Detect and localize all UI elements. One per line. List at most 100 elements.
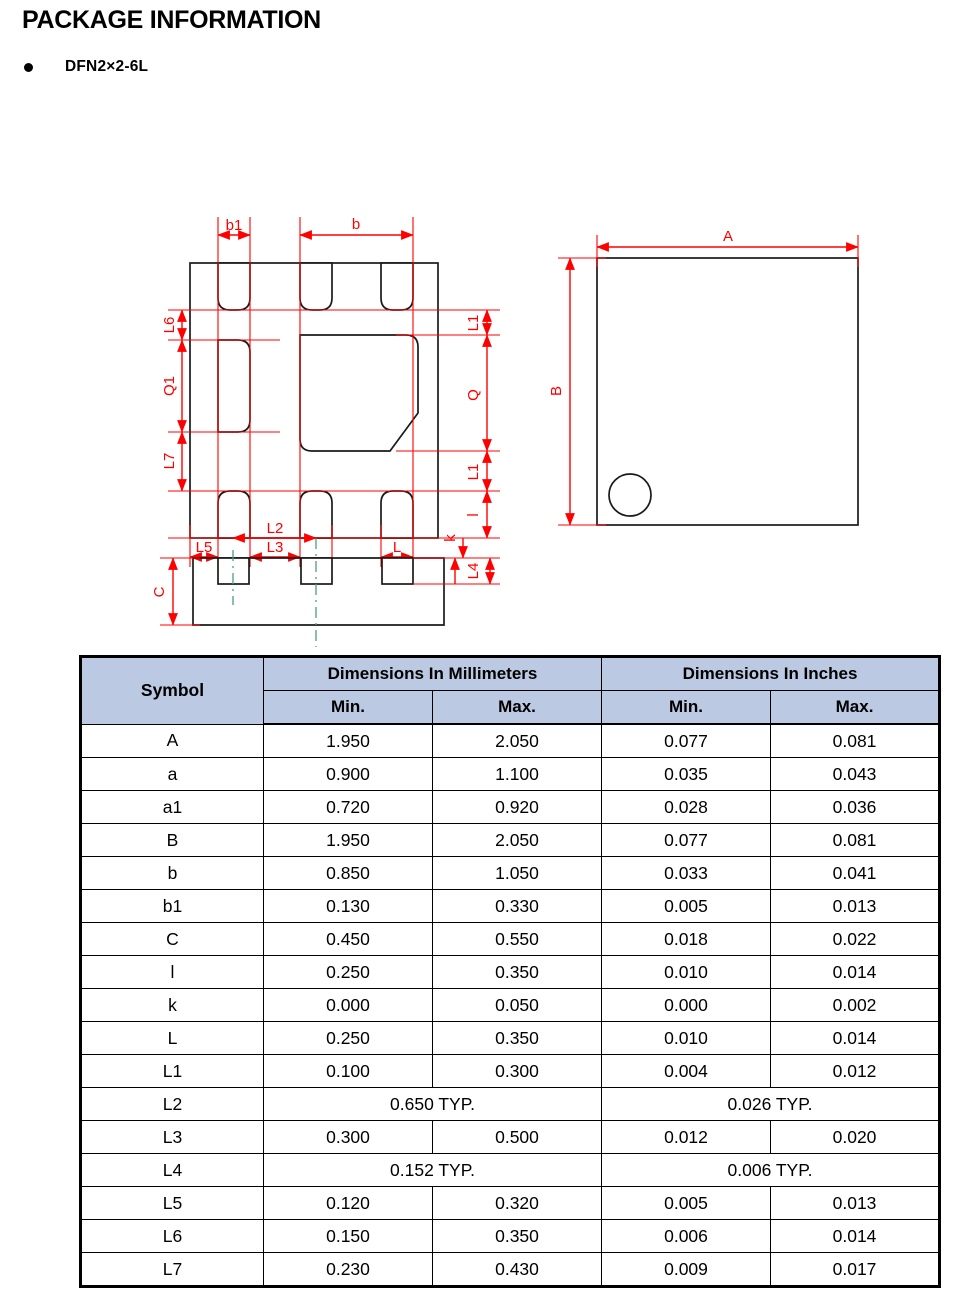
- table-cell-mm-max: 0.330: [431, 889, 603, 923]
- table-cell-symbol: L7: [80, 1252, 264, 1287]
- table-cell-mm-max: 0.350: [431, 955, 603, 989]
- table-cell-symbol: B: [80, 823, 264, 857]
- thermal-pad: [299, 334, 419, 452]
- dim-label-L1-bottom: L1: [465, 464, 482, 481]
- table-cell-mm-min: 0.230: [263, 1252, 433, 1287]
- table-cell-in-min: 0.033: [601, 856, 772, 890]
- pad-bottom-1: [217, 490, 251, 539]
- table-cell-mm-typ: 0.650 TYP.: [262, 1087, 603, 1121]
- table-cell-mm-max: 0.550: [431, 922, 603, 956]
- lead-block-3: [381, 557, 414, 585]
- table-cell-mm-min: 1.950: [263, 823, 433, 857]
- dim-label-L3: L3: [267, 539, 284, 556]
- table-cell-in-max: 0.022: [770, 922, 941, 956]
- top-view-drawing: A B: [548, 228, 859, 526]
- table-cell-in-min: 0.005: [601, 1186, 772, 1220]
- table-cell-in-max: 0.014: [770, 1021, 941, 1055]
- table-cell-mm-max: 0.920: [431, 790, 603, 824]
- table-cell-in-min: 0.012: [601, 1120, 772, 1154]
- table-subheader-mm-min: Min.: [263, 690, 433, 725]
- table-cell-in-min: 0.005: [601, 889, 772, 923]
- dim-label-k: k: [442, 534, 459, 542]
- table-cell-mm-min: 0.720: [263, 790, 433, 824]
- table-subheader-in-max: Max.: [770, 690, 941, 725]
- table-cell-mm-min: 0.250: [263, 955, 433, 989]
- bullet-dot-icon: [24, 62, 33, 72]
- table-cell-mm-min: 0.450: [263, 922, 433, 956]
- pad-top-2: [299, 262, 333, 311]
- table-cell-in-max: 0.012: [770, 1054, 941, 1088]
- package-dimensions-table: Symbol Dimensions In Millimeters Dimensi…: [79, 655, 942, 1288]
- table-cell-mm-min: 0.120: [263, 1186, 433, 1220]
- page-title: PACKAGE INFORMATION: [22, 6, 321, 34]
- table-subheader-mm-max: Max.: [431, 690, 603, 725]
- pad-bottom-2: [299, 490, 333, 539]
- table-cell-mm-min: 0.000: [263, 988, 433, 1022]
- dim-label-L: L: [393, 539, 401, 556]
- table-cell-mm-min: 0.100: [263, 1054, 433, 1088]
- table-cell-mm-min: 0.300: [263, 1120, 433, 1154]
- table-cell-symbol: L1: [80, 1054, 264, 1088]
- table-cell-in-max: 0.017: [770, 1252, 941, 1287]
- dim-label-L7: L7: [161, 453, 178, 470]
- table-cell-mm-max: 2.050: [431, 723, 603, 758]
- table-cell-mm-max: 0.300: [431, 1054, 603, 1088]
- table-cell-symbol: A: [80, 723, 264, 758]
- table-cell-mm-max: 0.350: [431, 1021, 603, 1055]
- table-cell-mm-min: 0.150: [263, 1219, 433, 1253]
- dim-label-B: B: [548, 386, 565, 396]
- bottom-view-drawing: b1 b L6 Q1 L7 L1 Q L1 l: [161, 216, 500, 567]
- dim-label-L4: L4: [465, 563, 482, 580]
- table-header-group-in: Dimensions In Inches: [601, 656, 941, 691]
- table-cell-in-max: 0.013: [770, 1186, 941, 1220]
- table-cell-symbol: b: [80, 856, 264, 890]
- table-cell-mm-min: 0.250: [263, 1021, 433, 1055]
- dim-label-L1-top: L1: [465, 315, 482, 332]
- pad-top-3: [380, 262, 414, 311]
- table-cell-mm-min: 0.130: [263, 889, 433, 923]
- package-subtitle: DFN2×2-6L: [24, 58, 148, 76]
- table-cell-in-max: 0.041: [770, 856, 941, 890]
- table-cell-in-min: 0.010: [601, 1021, 772, 1055]
- table-cell-in-max: 0.014: [770, 1219, 941, 1253]
- dim-label-L6: L6: [161, 317, 178, 334]
- table-cell-symbol: L6: [80, 1219, 264, 1253]
- dim-label-l: l: [465, 513, 482, 516]
- table-cell-symbol: l: [80, 955, 264, 989]
- table-cell-in-min: 0.006: [601, 1219, 772, 1253]
- table-cell-symbol: b1: [80, 889, 264, 923]
- table-cell-in-min: 0.009: [601, 1252, 772, 1287]
- dim-label-Q1: Q1: [161, 376, 178, 396]
- table-cell-in-typ: 0.026 TYP.: [601, 1087, 941, 1121]
- pin1-circle-icon: [608, 473, 652, 517]
- table-cell-in-min: 0.004: [601, 1054, 772, 1088]
- pad-left-long: [217, 339, 251, 433]
- table-cell-symbol: L2: [80, 1087, 264, 1121]
- side-view-drawing: C L2 k L4: [151, 520, 500, 647]
- table-cell-in-min: 0.077: [601, 723, 772, 758]
- table-cell-in-max: 0.002: [770, 988, 941, 1022]
- dim-label-L5: L5: [196, 539, 213, 556]
- table-cell-in-max: 0.043: [770, 757, 941, 791]
- package-dimensions-table-wrap: Symbol Dimensions In Millimeters Dimensi…: [79, 655, 942, 1288]
- package-name-label: DFN2×2-6L: [65, 58, 149, 75]
- table-cell-in-min: 0.010: [601, 955, 772, 989]
- table-cell-in-max: 0.020: [770, 1120, 941, 1154]
- table-cell-in-min: 0.028: [601, 790, 772, 824]
- table-cell-mm-max: 2.050: [431, 823, 603, 857]
- table-cell-mm-max: 0.050: [431, 988, 603, 1022]
